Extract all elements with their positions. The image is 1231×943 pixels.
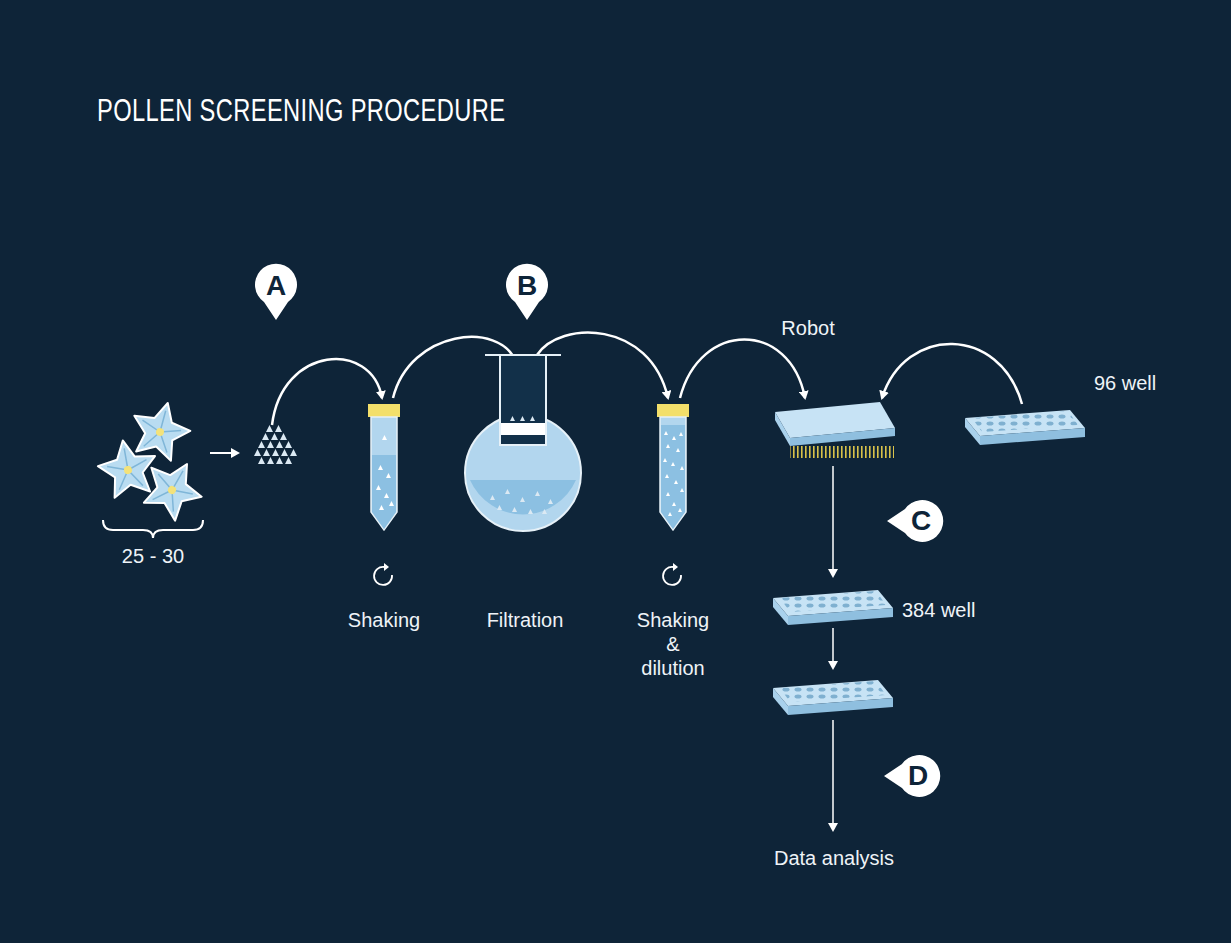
step-label: Filtration <box>455 608 595 632</box>
step-label: Shaking <box>324 608 444 632</box>
callout-pin: C <box>883 497 945 545</box>
step-label: 96 well <box>1094 371 1214 395</box>
step-label: Data analysis <box>744 846 924 870</box>
title: POLLEN SCREENING PROCEDURE <box>97 92 505 129</box>
step-label: Shaking & dilution <box>632 608 714 680</box>
step-label: Robot <box>753 316 863 340</box>
callout-letter: B <box>507 266 547 306</box>
callout-pin: A <box>252 262 300 324</box>
step-label: 25 - 30 <box>93 544 213 568</box>
callout-pin: B <box>503 262 551 324</box>
callout-letter: C <box>901 501 941 541</box>
callout-letter: A <box>256 266 296 306</box>
callout-letter: D <box>898 756 938 796</box>
step-label: 384 well <box>902 598 1022 622</box>
callout-pin: D <box>880 752 942 800</box>
